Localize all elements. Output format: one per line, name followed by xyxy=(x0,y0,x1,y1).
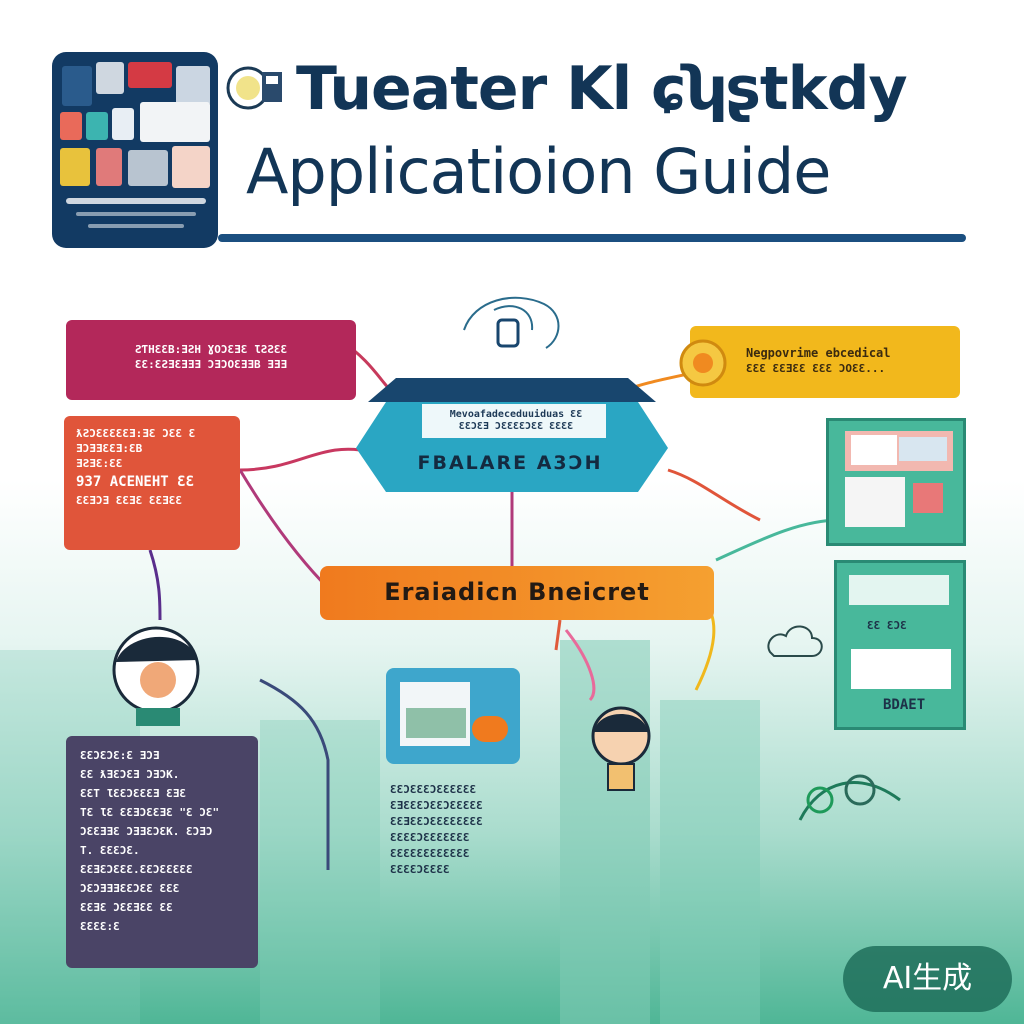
header-thumbnail xyxy=(52,52,218,248)
card-text-line: ƐƐ:ƐƧƎƐƎƎƎ ƆƎƆOƐƎƎB ƎƎƎ xyxy=(134,358,288,371)
card-text-line: Negpovrime ebcedical xyxy=(746,346,891,360)
person-sketch-icon xyxy=(112,626,200,726)
cloud-icon xyxy=(767,625,823,657)
card-text-line: ƆƐƆƎƎƎƐƐƆƐƐ ƐƐƐ xyxy=(80,882,180,895)
card-text-line: ƐƐƐ ƐƐƎƐƐ ƐƐƐ ƆOƐƐ... xyxy=(746,362,886,375)
card-text-line: ƐƐƐƐ:Ɛ xyxy=(80,920,120,933)
info-card-magenta: ƧƬHƐƐB:ƎƧH ƔOƆƐƎƐ ƖƧƧƐƐ ƐƐ:ƐƧƎƐƎƎƎ ƆƎƆOƐ… xyxy=(66,320,356,400)
head-sketch-icon xyxy=(463,296,560,349)
card-text-line: ƐƐƆƐƆƐ:Ɛ ƎƆƎ xyxy=(80,749,160,762)
center-text-block: ƐƐƆƐƐƐƆƐƐƐƐƐƐ ƐƎƐƐƐƆƐƐƆƐƐƐƐƐ ƐƐƎƐƐƆƐƐƐƐƐ… xyxy=(390,782,530,878)
city-silhouette xyxy=(660,700,760,1024)
info-card-purple: ƐƐƆƐƆƐ:Ɛ ƎƆƎ ƐƐ ƛƎƐƆƐƎ ƆƎƆK. ƐƐT ƖƐƐƆƐƐƐ… xyxy=(66,736,258,968)
text-line: ƐƐƆƐƐƐƆƐƐƐƐƐƐ xyxy=(390,783,477,796)
card-text-line: ƛƧƆƐƐƐƐƐƎ:ƎƐ ƆƐƐ Ɛ xyxy=(76,427,196,440)
card-text-line: ƐƐT ƖƐƐƆƐƐƐƎ ƐƎƐ xyxy=(80,787,186,800)
card-text-line: 937 ACENEHT ƐƐ xyxy=(76,474,195,490)
idea-head-icon xyxy=(591,706,651,791)
text-line: ƐƐƎƐƐƆƐƐƐƐƐƐƐƐ xyxy=(390,815,483,828)
city-silhouette xyxy=(560,640,650,1024)
page-title: Tueater Kl ɕʮʂtkdy xyxy=(296,54,908,124)
right-panel-bottom: ƐƐ ƐƆƐ BDAET xyxy=(834,560,966,730)
text-line: ƐƎƐƐƐƆƐƐƆƐƐƐƐƐ xyxy=(390,799,483,812)
info-card-yellow: Negpovrime ebcedical ƐƐƐ ƐƐƎƐƐ ƐƐƐ ƆOƐƐ.… xyxy=(690,326,960,398)
card-text-line: TƐ ƖƐ ƐƐƎƆƐƐƎƐ "Ɛ ƆƐ" xyxy=(80,806,220,819)
header-divider xyxy=(218,234,966,242)
panel-caption: BDAET xyxy=(883,697,926,713)
lightbulb-icon xyxy=(679,339,727,387)
central-hub xyxy=(356,378,668,492)
card-text-line: ƐƐƎƆƎ ƐƐƎƐ ƐƐƎƐƐ xyxy=(76,494,182,507)
plant-icon xyxy=(798,774,901,821)
card-text-line: ƐƐƎƐ ƆƐƐƎƐƐ ƐƐ xyxy=(80,901,173,914)
info-card-red: ƛƧƆƐƐƐƐƐƎ:ƎƐ ƆƐƐ Ɛ ƎƆƎƎƐƐƎ:ƐB ƎƧƎƐ:ƐƐ 93… xyxy=(64,416,240,550)
panel-text: ƐƐ ƐƆƐ xyxy=(867,619,907,632)
hub-note: Mevoafadeceduuiduas ƐƐ ƐƐƆƐƎ ƆƐƐƐƐƆƐƐ ƐƐ… xyxy=(449,409,583,432)
card-text-line: ƐƐƎƐƆƐƐƐ.ƐƐƆƐƐƐƐƐ xyxy=(80,863,193,876)
text-line: ƐƐƐƐƆƐƐƐƐ xyxy=(390,863,450,876)
page-subtitle: Applicatioion Guide xyxy=(246,135,831,208)
center-image-card xyxy=(386,668,520,764)
text-line: ƐƐƐƐƆƐƐƐƐƐƐƐ xyxy=(390,831,470,844)
right-panel-top xyxy=(826,418,966,546)
city-silhouette xyxy=(260,720,380,1024)
ai-generated-badge: AI生成 xyxy=(843,946,1012,1012)
card-text-line: ƆƐƐƎƎƐ ƆƎƎƐƆƐK. ƐƆƎƆ xyxy=(80,825,213,838)
brain-icon xyxy=(226,66,282,110)
hub-label: FBALARE A3ƆH xyxy=(417,452,603,474)
text-line: ƐƐƐƐƐƐƐƐƐƐƐƐ xyxy=(390,847,470,860)
card-text-line: ƐƐ ƛƎƐƆƐƎ ƆƎƆK. xyxy=(80,768,180,781)
card-text-line: ƎƧƎƐ:ƐƐ xyxy=(76,457,123,470)
card-text-line: ƎƆƎƎƐƐƎ:ƐB xyxy=(76,442,143,455)
card-text-line: T. ƐƐƐƆƐ. xyxy=(80,844,140,857)
central-banner-label: Eraiadicn Bneicret xyxy=(384,578,650,606)
card-text-line: ƧƬHƐƐB:ƎƧH ƔOƆƐƎƐ ƖƧƧƐƐ xyxy=(134,343,288,356)
central-banner xyxy=(320,566,714,620)
